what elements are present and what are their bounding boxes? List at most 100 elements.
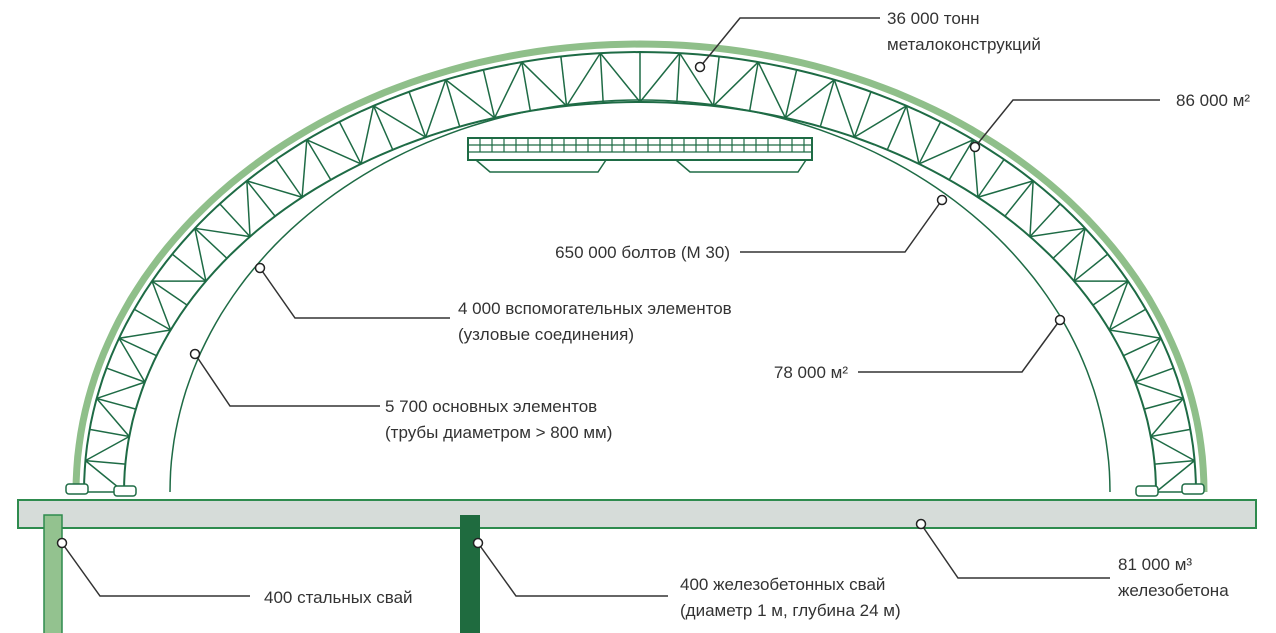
- truss-diagonal: [639, 52, 681, 103]
- roof-cover: [72, 40, 1208, 493]
- truss-vertical: [676, 53, 681, 104]
- truss-vertical: [918, 121, 942, 165]
- truss-vertical: [482, 69, 496, 118]
- leader-dot: [254, 262, 266, 274]
- truss-vertical: [948, 139, 974, 181]
- truss-vertical: [560, 56, 568, 107]
- truss-vertical: [1092, 280, 1129, 306]
- truss-vertical: [133, 308, 172, 331]
- truss-diagonal: [194, 227, 251, 238]
- truss-vertical: [1154, 459, 1195, 465]
- truss-vertical: [1029, 203, 1061, 238]
- truss-diagonal: [757, 61, 787, 119]
- truss-diagonal: [246, 180, 251, 237]
- arch-support: [65, 483, 89, 495]
- truss-diagonal: [493, 61, 523, 119]
- truss-vertical: [819, 79, 836, 127]
- truss-vertical: [853, 91, 872, 138]
- truss-diagonal: [712, 61, 759, 107]
- leader-dot: [1054, 314, 1066, 326]
- truss-diagonal: [679, 52, 715, 107]
- truss-diagonal: [977, 180, 1034, 198]
- arch-support: [1135, 485, 1159, 497]
- truss-diagonal: [118, 329, 171, 339]
- truss-vertical: [712, 56, 720, 107]
- leader-dot: [936, 194, 948, 206]
- leader-lines: [56, 17, 1160, 597]
- truss-diagonal: [521, 61, 568, 107]
- truss-vertical: [306, 139, 332, 181]
- truss-diagonal: [565, 52, 601, 107]
- truss-vertical: [444, 79, 461, 127]
- truss-diagonal: [853, 105, 907, 138]
- truss-vertical: [1123, 337, 1162, 357]
- foundation-slab: [17, 499, 1257, 529]
- truss-diagonal: [151, 280, 172, 331]
- truss-diagonal: [445, 79, 496, 119]
- truss-vertical: [194, 227, 228, 259]
- leader-line: [974, 99, 1160, 148]
- leader-line: [194, 353, 380, 407]
- truss-diagonal: [118, 337, 146, 383]
- leader-line: [858, 319, 1061, 373]
- truss-vertical: [219, 203, 251, 238]
- truss-diagonal: [301, 139, 308, 198]
- leader-dot: [694, 61, 706, 73]
- truss-vertical: [1052, 227, 1086, 259]
- truss-diagonal: [833, 79, 856, 138]
- truss-vertical: [886, 105, 908, 151]
- truss-diagonal: [85, 435, 130, 462]
- truss-vertical: [784, 69, 798, 118]
- truss-vertical: [151, 280, 188, 306]
- leader-line: [740, 199, 943, 253]
- arch-support: [113, 485, 137, 497]
- truss-diagonal: [246, 180, 303, 198]
- truss-diagonal: [1150, 435, 1195, 462]
- truss-diagonal: [1029, 227, 1086, 238]
- truss-diagonal: [1109, 329, 1162, 339]
- arch-support: [1181, 483, 1205, 495]
- leader-line: [920, 523, 1110, 579]
- platform-keel: [475, 159, 807, 173]
- truss-vertical: [599, 53, 604, 104]
- truss-diagonal: [1150, 397, 1184, 437]
- leader-dot: [969, 141, 981, 153]
- truss-vertical: [1144, 397, 1184, 410]
- truss-vertical: [1073, 253, 1109, 282]
- truss-diagonal: [373, 105, 427, 138]
- label-outer-area: 86 000 м²: [1176, 91, 1251, 110]
- truss-vertical: [977, 159, 1005, 198]
- truss-diagonal: [784, 79, 835, 119]
- truss-diagonal: [96, 381, 146, 400]
- steel-pile: [43, 514, 63, 633]
- leader-dot: [56, 537, 68, 549]
- label-main-elements: 5 700 основных элементов(трубы диаметром…: [385, 397, 613, 442]
- leader-line: [61, 542, 250, 597]
- truss-diagonal: [424, 79, 447, 138]
- truss-diagonal: [918, 139, 974, 165]
- label-concrete-piles: 400 железобетонных свай(диаметр 1 м, глу…: [680, 575, 901, 620]
- truss-vertical: [521, 61, 532, 112]
- truss-diagonal: [1029, 180, 1034, 237]
- truss-vertical: [96, 397, 136, 410]
- truss-diagonal: [194, 228, 207, 282]
- truss-vertical: [85, 459, 126, 465]
- leader-dot: [915, 518, 927, 530]
- truss-diagonal: [1134, 381, 1184, 400]
- truss-vertical: [171, 253, 207, 282]
- truss-vertical: [1004, 180, 1034, 217]
- truss-vertical: [372, 105, 394, 151]
- truss-diagonal: [905, 105, 920, 165]
- truss-diagonal: [1108, 280, 1129, 331]
- truss-vertical: [1150, 428, 1191, 438]
- truss-vertical: [748, 61, 759, 112]
- truss-diagonal: [360, 105, 375, 165]
- truss-vertical: [275, 159, 303, 198]
- truss-diagonal: [1134, 337, 1162, 383]
- truss-vertical: [106, 367, 146, 383]
- concrete-pile: [460, 515, 480, 633]
- truss-vertical: [1108, 308, 1147, 331]
